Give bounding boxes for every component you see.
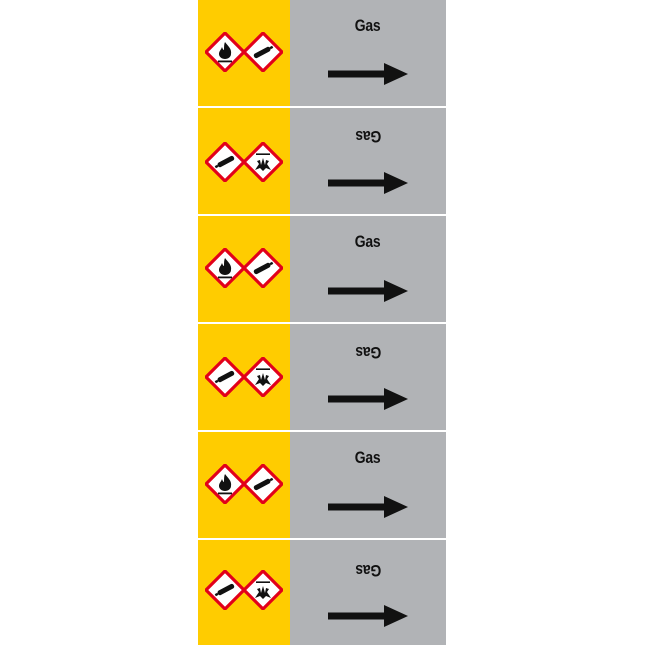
pipe-marker-label: Gas (198, 216, 446, 322)
pipe-marker-label: Gas (198, 0, 446, 106)
flow-direction-arrow-icon (328, 63, 408, 85)
flow-direction-arrow-icon (328, 280, 408, 302)
flow-direction-arrow-icon (328, 496, 408, 518)
label-body: Gas (290, 0, 446, 106)
pipe-marker-label: Gas (198, 432, 446, 538)
label-body: Gas (290, 540, 446, 645)
gas-cylinder-icon (205, 570, 245, 610)
label-body: Gas (290, 324, 446, 430)
hazard-band (198, 432, 290, 538)
medium-name: Gas (355, 561, 381, 580)
medium-name: Gas (355, 448, 381, 467)
medium-name: Gas (355, 343, 381, 362)
label-body: Gas (290, 432, 446, 538)
label-body: Gas (290, 108, 446, 214)
hazard-band (198, 540, 290, 645)
hazard-band (198, 216, 290, 322)
flow-direction-arrow-icon (328, 605, 408, 627)
pipe-marker-label: Gas (198, 540, 446, 645)
gas-cylinder-icon (205, 142, 245, 182)
corrosion-icon (243, 142, 283, 182)
medium-name: Gas (355, 232, 381, 251)
corrosion-icon (243, 357, 283, 397)
gas-cylinder-icon (243, 248, 283, 288)
hazard-band (198, 0, 290, 106)
flow-direction-arrow-icon (328, 172, 408, 194)
pipe-marker-label-sheet: Gas Gas (198, 0, 446, 645)
gas-cylinder-icon (205, 357, 245, 397)
label-body: Gas (290, 216, 446, 322)
pipe-marker-label: Gas (198, 108, 446, 214)
hazard-band (198, 324, 290, 430)
gas-cylinder-icon (243, 32, 283, 72)
gas-cylinder-icon (243, 464, 283, 504)
corrosion-icon (243, 570, 283, 610)
flame-icon (205, 464, 245, 504)
medium-name: Gas (355, 16, 381, 35)
medium-name: Gas (355, 127, 381, 146)
flame-icon (205, 248, 245, 288)
flame-icon (205, 32, 245, 72)
flow-direction-arrow-icon (328, 388, 408, 410)
pipe-marker-label: Gas (198, 324, 446, 430)
hazard-band (198, 108, 290, 214)
